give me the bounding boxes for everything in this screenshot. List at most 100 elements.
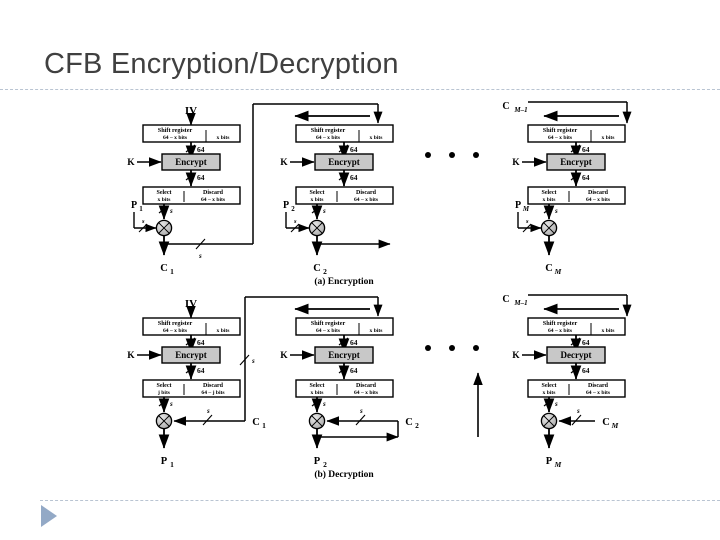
shift-register-right: x bits — [370, 328, 384, 334]
ciphertext-in-label: C — [602, 417, 610, 428]
bus-width-s: s — [554, 207, 558, 215]
discard-title: Discard — [356, 383, 377, 389]
discard-sub: 64 – j bits — [201, 390, 225, 396]
discard-sub: 64 – x bits — [354, 390, 379, 396]
dec-stage-1: IV Shift register 64 – x bits x bits 64 … — [127, 296, 383, 469]
advance-marker-icon[interactable] — [41, 505, 57, 527]
bus-width-64: 64 — [582, 338, 590, 347]
select-title: Select — [157, 383, 172, 389]
plaintext-subscript: 2 — [291, 205, 295, 213]
key-label: K — [512, 351, 520, 361]
enc-stage-2: Shift register 64 – x bits x bits 64 K E… — [280, 110, 394, 276]
bus-width-64: 64 — [350, 173, 358, 182]
shift-register-right: x bits — [217, 328, 231, 334]
select-title: Select — [310, 383, 325, 389]
shift-register-title: Shift register — [158, 127, 193, 134]
ciphertext-label: C — [160, 263, 168, 274]
dec-ellipsis — [425, 345, 479, 351]
bus-width-s: s — [169, 400, 173, 408]
encrypt-label: Encrypt — [560, 157, 592, 167]
plaintext-out-label: P — [161, 456, 168, 467]
shift-register-right: x bits — [217, 135, 231, 141]
ciphertext-subscript: 1 — [170, 267, 174, 276]
select-discard-box — [527, 186, 626, 205]
ciphertext-in-subscript: M — [611, 421, 619, 430]
bus-width-64: 64 — [350, 366, 358, 375]
shift-register-right: x bits — [370, 135, 384, 141]
bus-width-64: 64 — [582, 173, 590, 182]
page-title: CFB Encryption/Decryption — [44, 48, 399, 80]
bus-width-s: s — [293, 218, 297, 225]
enc-stage-M: C M–1 Shift register 64 – x bits x bits … — [502, 101, 632, 276]
discard-sub: 64 – x bits — [354, 197, 379, 203]
shift-register-right: x bits — [602, 135, 616, 141]
bus-width-s: s — [198, 252, 202, 260]
prev-ciphertext-subscript: M–1 — [513, 299, 527, 307]
iv-label: IV — [185, 298, 197, 310]
enc-stage-1: IV Shift register 64 – x bits x bits 64 … — [127, 103, 383, 276]
plaintext-subscript: 1 — [139, 205, 143, 213]
ciphertext-in-label: C — [405, 417, 413, 428]
shift-register-left: 64 – x bits — [163, 135, 188, 141]
xor-gate — [540, 219, 558, 237]
shift-register-left: 64 – x bits — [548, 135, 573, 141]
shift-register-left: 64 – x bits — [316, 328, 341, 334]
select-sub: x bits — [543, 390, 557, 396]
ciphertext-subscript: 2 — [323, 267, 327, 276]
bus-width-s: s — [322, 207, 326, 215]
plaintext-subscript: M — [522, 205, 530, 213]
shift-register-title: Shift register — [311, 127, 346, 134]
decrypt-label: Decrypt — [561, 350, 592, 360]
prev-ciphertext-label: C — [502, 101, 509, 112]
dec-stage-2: Shift register 64 – x bits x bits 64 K E… — [280, 303, 419, 469]
bus-width-s: s — [251, 357, 255, 365]
shift-register-title: Shift register — [543, 320, 578, 327]
plaintext-label: P — [515, 200, 521, 211]
select-title: Select — [542, 190, 557, 196]
iv-label: IV — [185, 105, 197, 117]
ciphertext-label: C — [313, 263, 321, 274]
bus-width-64: 64 — [582, 145, 590, 154]
bus-width-s: s — [206, 407, 210, 415]
bus-width-s: s — [576, 407, 580, 415]
xor-gate — [155, 219, 173, 237]
bus-width-64: 64 — [197, 173, 205, 182]
discard-sub: 64 – x bits — [201, 197, 226, 203]
discard-sub: 64 – x bits — [586, 197, 611, 203]
ciphertext-in-subscript: 1 — [262, 421, 266, 430]
select-sub: x bits — [158, 197, 172, 203]
caption-decryption: (b) Decryption — [314, 469, 374, 480]
ciphertext-in-subscript: 2 — [415, 421, 419, 430]
ciphertext-label: C — [545, 263, 553, 274]
bus-width-s: s — [359, 407, 363, 415]
plaintext-out-label: P — [314, 456, 321, 467]
bus-width-s: s — [141, 218, 145, 225]
shift-register-left: 64 – x bits — [548, 328, 573, 334]
xor-gate — [308, 412, 326, 430]
select-discard-box — [142, 379, 241, 398]
select-sub: x bits — [543, 197, 557, 203]
ciphertext-subscript: M — [554, 267, 562, 276]
discard-title: Discard — [588, 383, 609, 389]
footer-divider — [40, 500, 720, 501]
key-label: K — [280, 158, 288, 168]
discard-sub: 64 – x bits — [586, 390, 611, 396]
select-sub: x bits — [311, 390, 325, 396]
bus-width-64: 64 — [350, 145, 358, 154]
shift-register-title: Shift register — [543, 127, 578, 134]
discard-title: Discard — [356, 190, 377, 196]
bus-width-64: 64 — [197, 366, 205, 375]
title-divider — [0, 89, 720, 90]
plaintext-label: P — [131, 200, 137, 211]
plaintext-out-subscript: 2 — [323, 460, 327, 469]
cfb-diagram: IV Shift register 64 – x bits x bits 64 … — [0, 92, 720, 492]
bus-width-s: s — [169, 207, 173, 215]
prev-ciphertext-subscript: M–1 — [513, 106, 527, 114]
shift-register-title: Shift register — [311, 320, 346, 327]
select-sub: x bits — [311, 197, 325, 203]
select-discard-box — [295, 379, 394, 398]
plaintext-label: P — [283, 200, 289, 211]
discard-title: Discard — [588, 190, 609, 196]
key-label: K — [127, 351, 135, 361]
